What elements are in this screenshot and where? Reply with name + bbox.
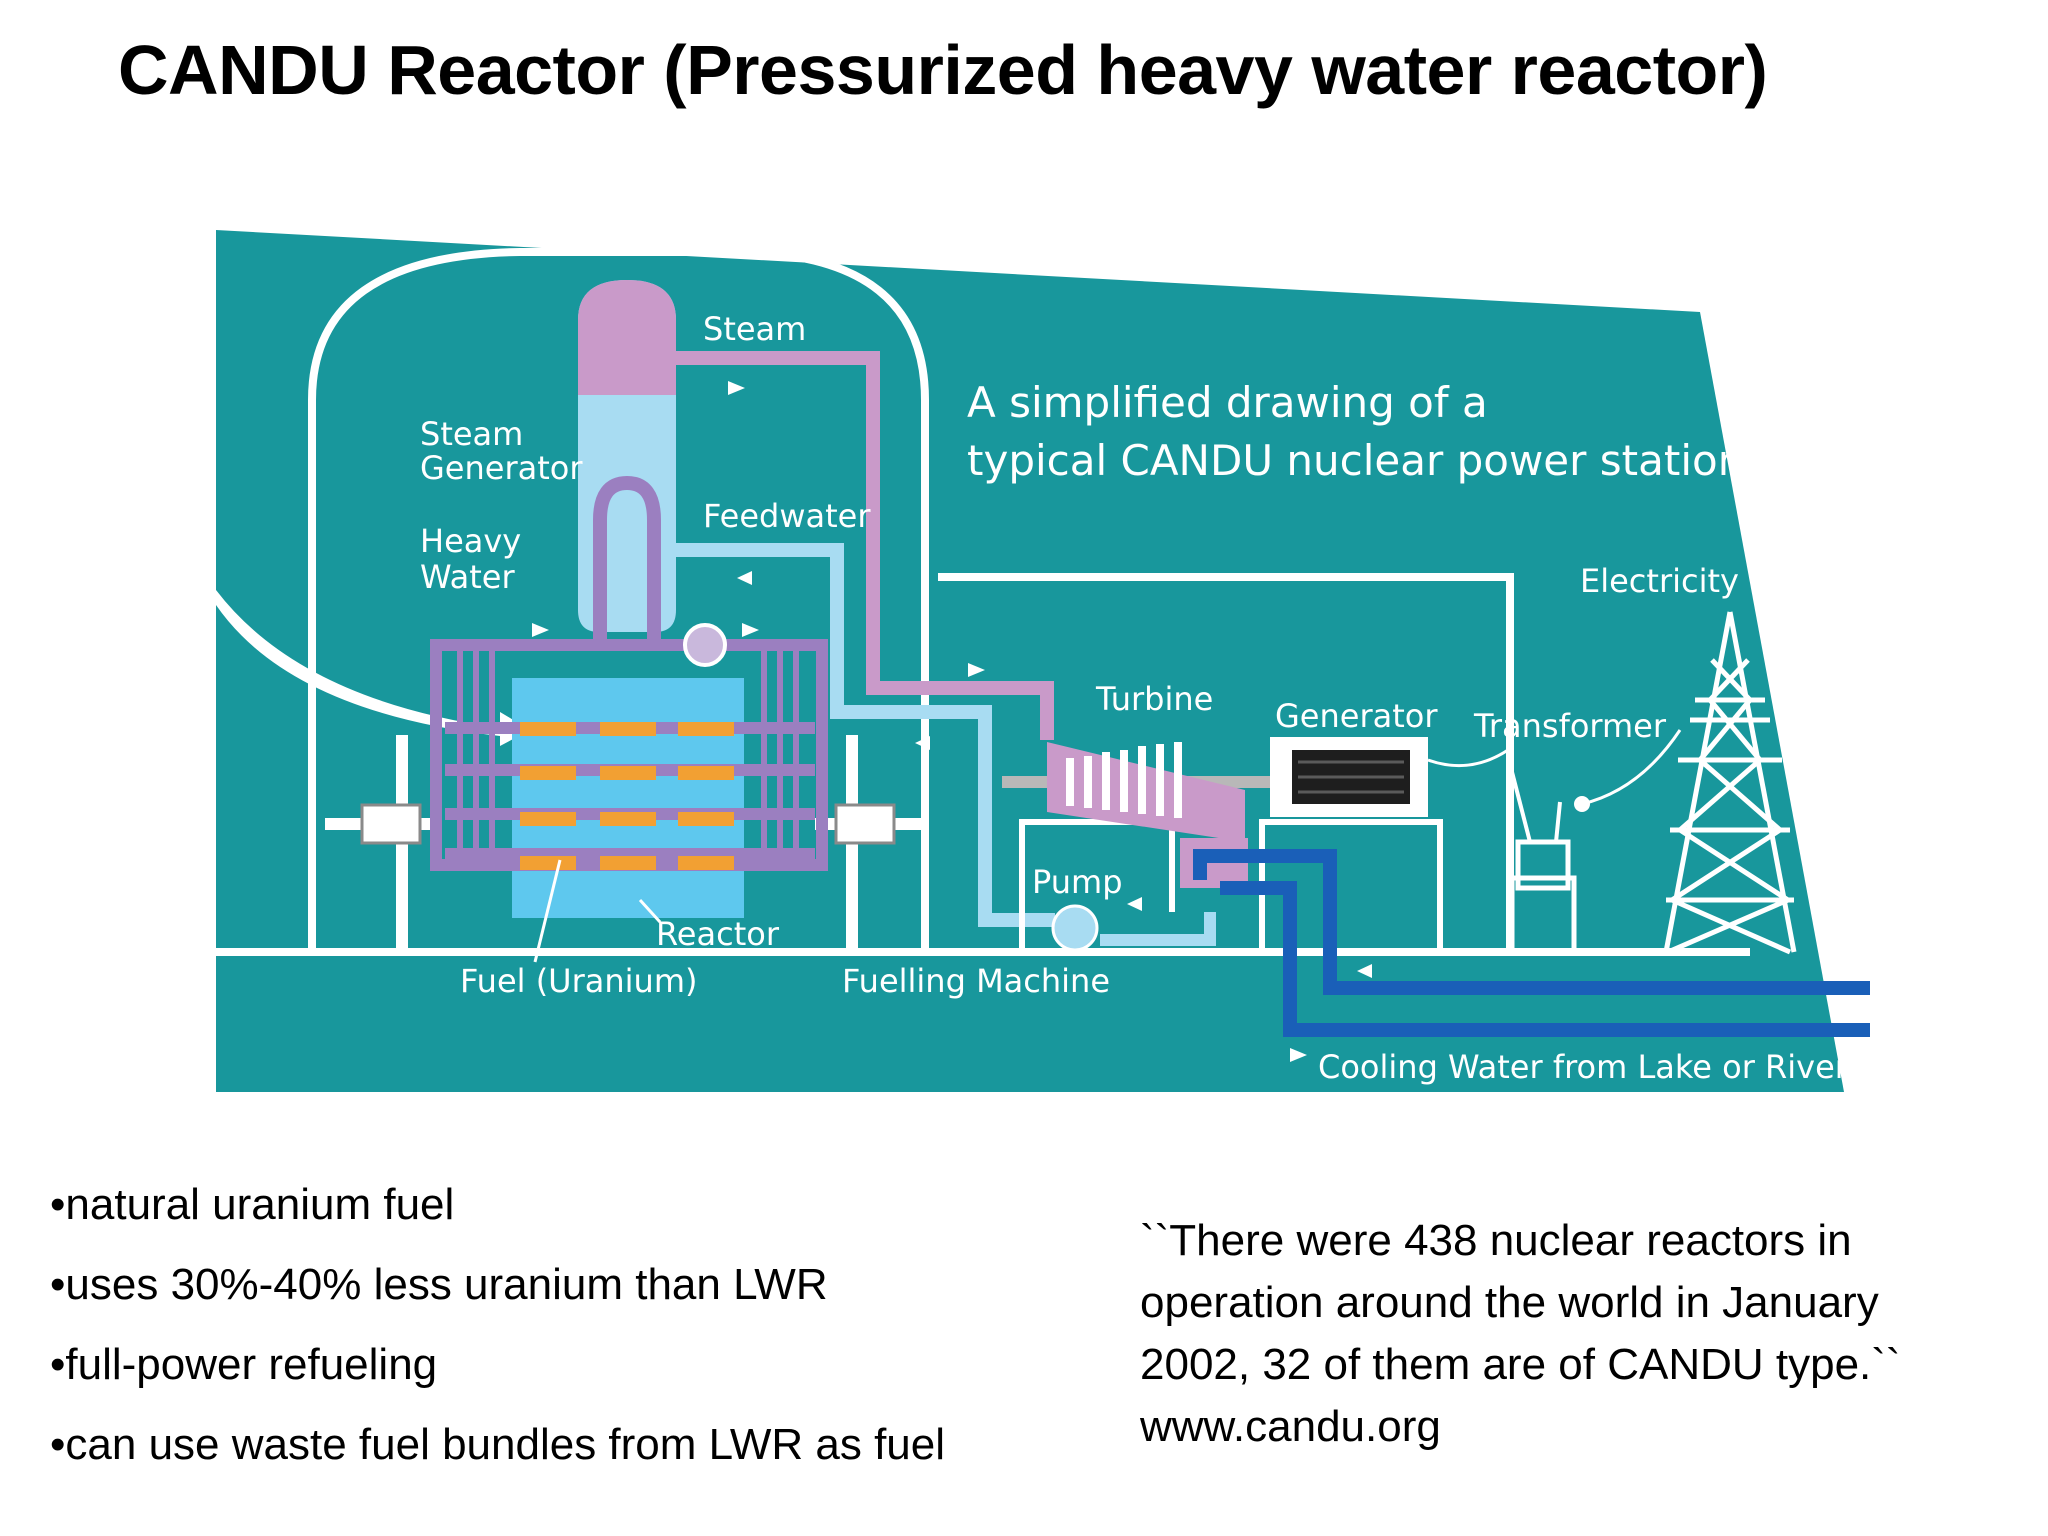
label-steam-generator-1: Steam (420, 415, 523, 453)
feedwater-pump (1051, 904, 1099, 952)
label-heavy-water-1: Heavy (420, 522, 521, 560)
label-heavy-water-2: Water (420, 558, 515, 596)
flow-arrows (532, 381, 1372, 1062)
slide-title: CANDU Reactor (Pressurized heavy water r… (118, 31, 1768, 109)
quote-line: 2002, 32 of them are of CANDU type.`` (1140, 1340, 1901, 1389)
label-cooling-water: Cooling Water from Lake or River (1318, 1048, 1849, 1086)
label-transformer: Transformer (1473, 707, 1667, 745)
transmission-tower (1663, 611, 1797, 955)
label-electricity: Electricity (1580, 562, 1739, 600)
label-fuelling-machine: Fuelling Machine (842, 962, 1110, 1000)
steam-line (676, 351, 1054, 740)
feedwater-line (676, 543, 1055, 927)
label-steam-generator-2: Generator (420, 449, 583, 487)
label-turbine: Turbine (1095, 680, 1213, 718)
label-fuel: Fuel (Uranium) (460, 962, 697, 1000)
fuel-bundles (520, 722, 734, 870)
electricity-wire (938, 573, 1514, 952)
steam-generator-dome (578, 280, 676, 395)
label-generator: Generator (1275, 697, 1438, 735)
heavy-water-pump (683, 623, 727, 667)
feature-item: •full-power refueling (50, 1340, 438, 1389)
transformer (1509, 728, 1827, 955)
turbine-blades (1066, 742, 1182, 818)
generator-wire (1427, 748, 1509, 768)
feature-item: •uses 30%-40% less uranium than LWR (50, 1260, 828, 1309)
feeder-tubes (457, 645, 799, 860)
feature-list: •natural uranium fuel •uses 30%-40% less… (50, 1172, 945, 1492)
caption-line-1: A simplified drawing of a (967, 378, 1488, 427)
label-steam: Steam (703, 310, 806, 348)
heavy-water-u-tube (593, 475, 661, 645)
label-feedwater: Feedwater (703, 497, 871, 535)
generator-stripes (1298, 760, 1404, 794)
label-reactor: Reactor (656, 915, 780, 953)
cooling-water-inlet (1220, 881, 1870, 1037)
fuel-leader (533, 859, 562, 963)
quote-source: www.candu.org (1140, 1402, 1441, 1451)
reactor-core (512, 678, 744, 918)
fuelling-machine-left (325, 735, 435, 955)
quote-line: ``There were 438 nuclear reactors in (1140, 1216, 1852, 1265)
cooling-water-outlet (1193, 849, 1870, 995)
containment-dome (308, 248, 929, 952)
reactor-leader (638, 898, 662, 924)
fuelling-machine-right (815, 735, 925, 955)
statistic-quote: ``There were 438 nuclear reactors in ope… (1140, 1210, 2000, 1458)
condenser-loop (1100, 912, 1216, 946)
label-pump: Pump (1032, 863, 1123, 901)
quote-line: operation around the world in January (1140, 1278, 1879, 1327)
feature-item: •can use waste fuel bundles from LWR as … (50, 1420, 946, 1469)
feature-item: •natural uranium fuel (50, 1180, 455, 1229)
caption-line-2: typical CANDU nuclear power station (967, 436, 1744, 485)
